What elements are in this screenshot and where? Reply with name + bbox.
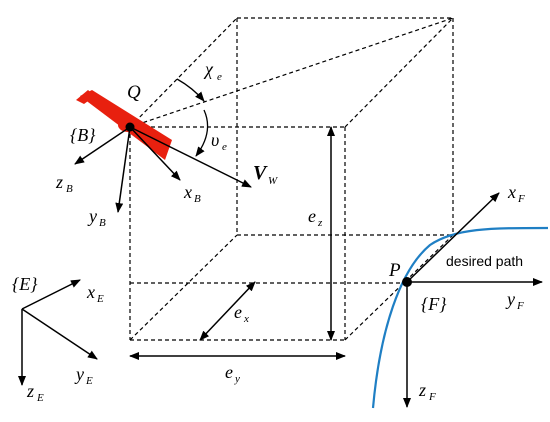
ex-label: e x [234, 302, 249, 325]
svg-text:E: E [85, 375, 93, 387]
xB-axis [129, 126, 181, 181]
Q-point [125, 122, 135, 132]
svg-text:z: z [418, 380, 426, 400]
E-frame-label: {E} [12, 274, 38, 294]
earth-frame-axes [18, 279, 98, 386]
svg-text:x: x [86, 282, 95, 302]
svg-text:F: F [516, 300, 524, 312]
zF-label: z F [418, 380, 436, 403]
yE-label: y E [74, 364, 93, 387]
ey-label: e y [225, 362, 240, 385]
B-frame-label: {B} [70, 125, 96, 145]
xB-label: x B [183, 182, 201, 205]
xE-axis [21, 279, 81, 310]
svg-text:B: B [194, 193, 201, 205]
VW-label: V W [253, 162, 278, 187]
zB-axis [74, 126, 131, 165]
box-edge [129, 17, 238, 128]
F-frame-label: {F} [421, 294, 447, 314]
box-edge [129, 234, 238, 341]
svg-text:y: y [74, 364, 84, 384]
desired-path-label: desired path [446, 253, 523, 269]
svg-text:χ: χ [203, 59, 214, 79]
Q-label: Q [127, 82, 141, 103]
xE-label: x E [86, 282, 104, 305]
yB-axis [115, 126, 131, 213]
ez-label: e z [308, 206, 323, 229]
svg-text:E: E [36, 392, 44, 404]
svg-text:z: z [55, 172, 63, 192]
upsilon-arc [195, 109, 209, 157]
svg-text:z: z [317, 217, 323, 229]
svg-text:x: x [183, 182, 192, 202]
xF-axis [406, 192, 500, 283]
body-frame-axes [74, 126, 252, 213]
box-edge [344, 234, 454, 341]
svg-text:F: F [428, 391, 436, 403]
box-edge [344, 17, 454, 128]
chi-label: χ e [203, 59, 222, 83]
svg-text:e: e [234, 302, 242, 322]
svg-text:e: e [217, 71, 222, 83]
svg-text:z: z [26, 381, 34, 401]
svg-text:E: E [96, 293, 104, 305]
P-point [402, 277, 412, 287]
svg-text:e: e [222, 141, 227, 153]
svg-text:y: y [234, 373, 240, 385]
svg-text:F: F [517, 193, 525, 205]
path-frame-axes [403, 192, 543, 408]
svg-text:B: B [99, 217, 106, 229]
yE-axis [21, 308, 98, 360]
svg-text:υ: υ [211, 130, 219, 150]
yF-label: y F [505, 289, 524, 312]
svg-text:y: y [87, 206, 97, 226]
chi-arc [176, 78, 205, 102]
svg-text:e: e [225, 362, 233, 382]
xF-label: x F [507, 182, 525, 205]
ex-dimension [199, 281, 256, 341]
svg-text:y: y [505, 289, 515, 309]
yB-label: y B [87, 206, 106, 229]
zB-label: z B [55, 172, 73, 195]
svg-text:B: B [66, 183, 73, 195]
svg-text:x: x [243, 313, 249, 325]
svg-text:e: e [308, 206, 316, 226]
desired-path-curve [371, 226, 549, 409]
P-label: P [388, 260, 401, 281]
svg-text:W: W [268, 175, 278, 187]
svg-text:V: V [253, 162, 268, 184]
VW-vector [129, 126, 252, 188]
diagonal-line [129, 17, 454, 128]
zE-label: z E [26, 381, 44, 404]
upsilon-label: υ e [211, 130, 227, 153]
svg-text:x: x [507, 182, 516, 202]
